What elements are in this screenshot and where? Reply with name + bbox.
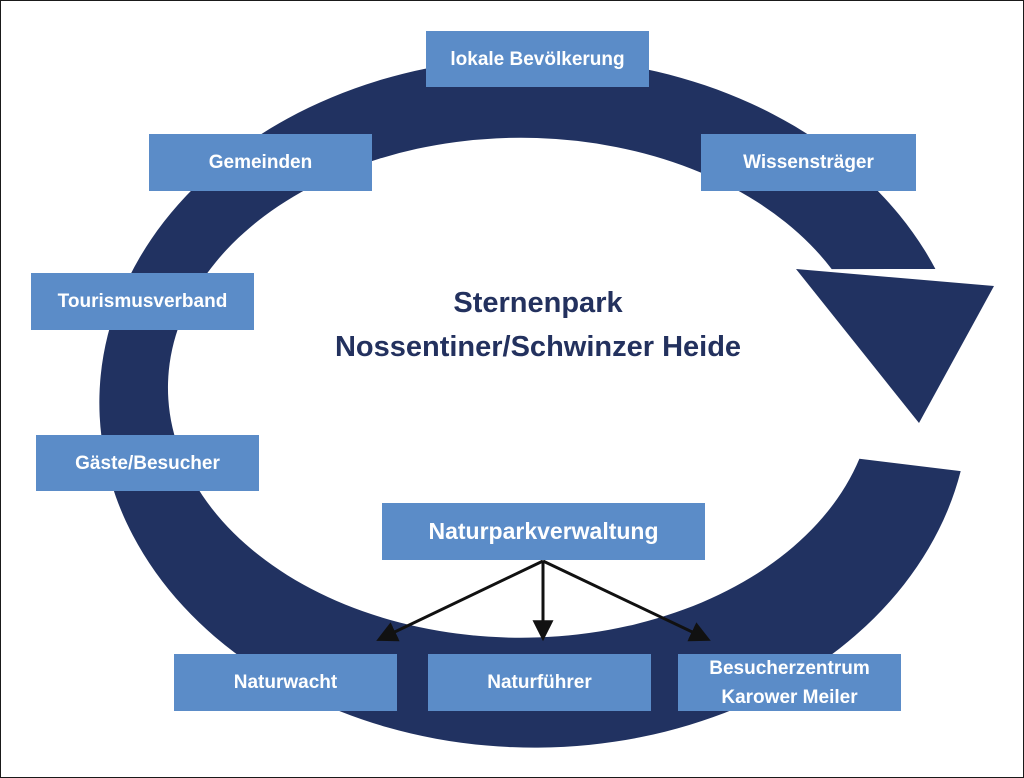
box-visitor-center: Besucherzentrum Karower Meiler xyxy=(678,654,901,711)
box-tourism-association: Tourismusverband xyxy=(31,273,254,330)
box-nature-watch: Naturwacht xyxy=(174,654,397,711)
park-title-line1: Sternenpark xyxy=(453,287,623,319)
box-guests-visitors-label: Gäste/Besucher xyxy=(75,452,220,474)
cycle-arrowhead xyxy=(796,269,994,423)
box-nature-park-administration: Naturparkverwaltung xyxy=(382,503,705,560)
box-knowledge-holders: Wissensträger xyxy=(701,134,916,191)
connector-besucherzentrum xyxy=(542,559,711,642)
box-nature-guides-label: Naturführer xyxy=(487,672,592,693)
box-knowledge-holders-label: Wissensträger xyxy=(743,152,874,173)
box-nature-guides: Naturführer xyxy=(428,654,651,711)
box-municipalities-label: Gemeinden xyxy=(208,152,313,173)
box-municipalities: Gemeinden xyxy=(149,134,372,191)
box-local-population: lokale Bevölkerung xyxy=(426,31,649,87)
park-title-line2: Nossentiner/Schwinzer Heide xyxy=(334,331,742,363)
box-tourism-association-label: Tourismusverband xyxy=(57,291,228,312)
connector-naturwacht xyxy=(376,559,544,642)
box-nature-park-administration-label: Naturparkverwaltung xyxy=(428,518,659,544)
park-title: Sternenpark Nossentiner/Schwinzer Heide xyxy=(263,281,813,369)
box-guests-visitors: Gäste/Besucher xyxy=(36,435,259,491)
box-local-population-label: lokale Bevölkerung xyxy=(450,48,625,70)
box-nature-watch-label: Naturwacht xyxy=(233,672,338,693)
box-visitor-center-label: Besucherzentrum Karower Meiler xyxy=(709,657,870,708)
